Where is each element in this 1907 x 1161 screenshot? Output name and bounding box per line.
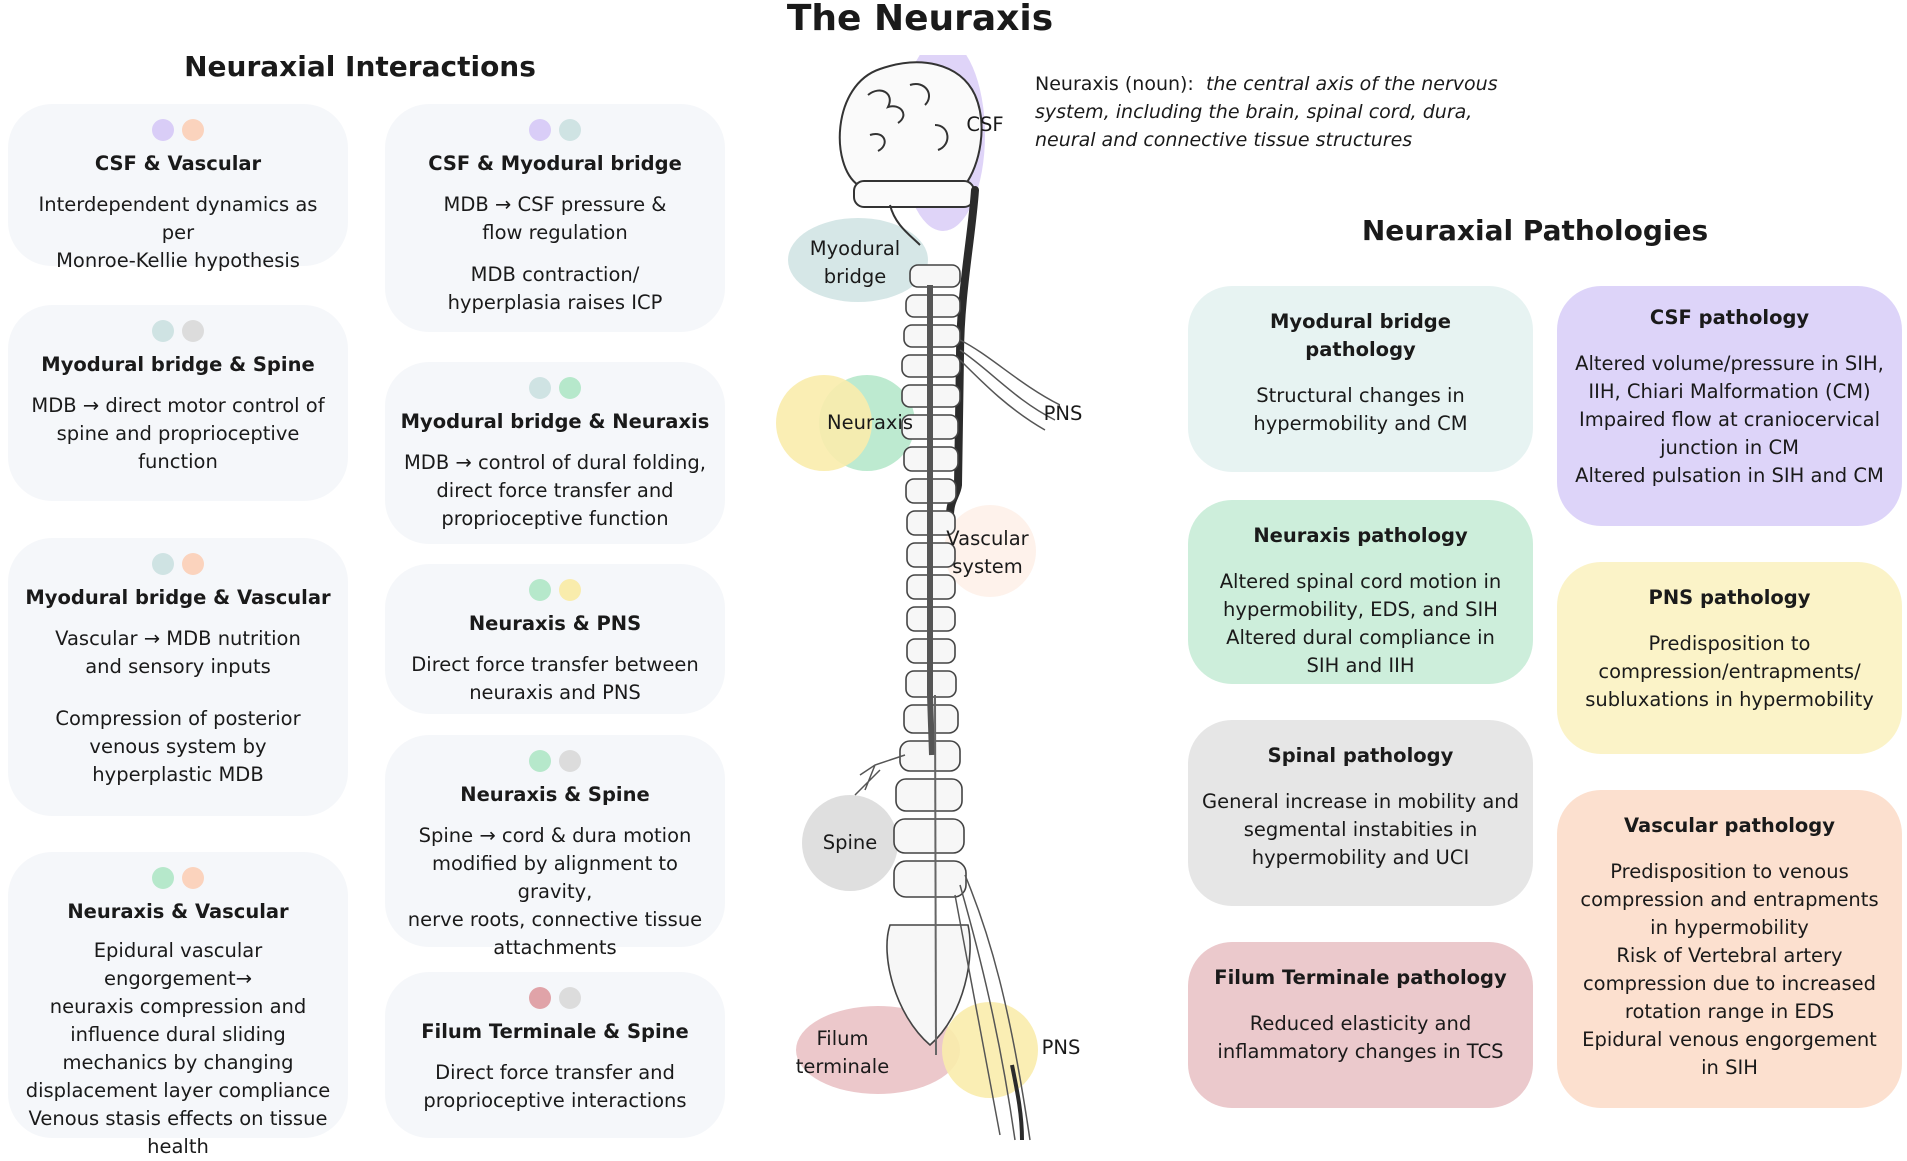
card-title: CSF & Vascular — [94, 152, 262, 175]
peripheral-nerves — [854, 339, 1060, 1141]
card-body: Epidural vascular engorgement→ neuraxis … — [25, 939, 331, 1158]
card-body-2: Compression of posterior venous system b… — [55, 707, 301, 786]
pathologies-heading: Neuraxial Pathologies — [1361, 214, 1709, 247]
vascular-region — [944, 505, 1036, 597]
pathology-card-neuraxis: Neuraxis pathology Altered spinal cord m… — [1188, 500, 1533, 684]
label-spine: Spine — [822, 831, 878, 854]
card-title: Neuraxis & Spine — [460, 783, 650, 806]
interaction-card-myodural-vascular: Myodural bridge & Vascular Vascular → MD… — [8, 538, 348, 816]
pathology-card-pns: PNS pathology Predisposition to compress… — [1557, 562, 1902, 754]
interaction-card-myodural-neuraxis: Myodural bridge & Neuraxis MDB → control… — [385, 362, 725, 544]
interaction-card-neuraxis-pns: Neuraxis & PNS Direct force transfer bet… — [385, 564, 725, 714]
interaction-card-csf-myodural: CSF & Myodural bridge MDB → CSF pressure… — [385, 104, 725, 332]
spine-dot — [559, 987, 581, 1009]
card-body: Predisposition to compression/entrapment… — [1585, 632, 1874, 711]
card-body: Altered spinal cord motion in hypermobil… — [1219, 570, 1502, 677]
card-body: MDB → CSF pressure & flow regulation — [443, 193, 667, 244]
brain-drawing — [838, 61, 983, 246]
spine-region — [802, 795, 898, 891]
definition-text: the central axis of the nervous system, … — [1035, 73, 1498, 151]
myodural-dot — [559, 119, 581, 141]
pathology-card-filum: Filum Terminale pathology Reduced elasti… — [1188, 942, 1533, 1108]
neuraxis-dot — [559, 377, 581, 399]
neuraxis-dot — [152, 867, 174, 889]
label-pns-upper: PNS — [1043, 402, 1083, 425]
pathology-card-csf: CSF pathology Altered volume/pressure in… — [1557, 286, 1902, 526]
label-filum-terminale: Filum terminale — [795, 1027, 890, 1078]
page-title: The Neuraxis — [786, 0, 1054, 39]
card-body: Altered volume/pressure in SIH, IIH, Chi… — [1575, 352, 1884, 487]
csf-dot — [152, 119, 174, 141]
card-body: Vascular → MDB nutrition and sensory inp… — [55, 627, 301, 678]
card-title: Myodural bridge & Vascular — [25, 586, 331, 609]
card-title: Myodural bridge & Neuraxis — [400, 410, 710, 433]
definition-term: Neuraxis (noun): — [1035, 73, 1194, 95]
vertebral-column — [886, 264, 971, 1047]
spine-dot — [559, 750, 581, 772]
interaction-card-neuraxis-vascular: Neuraxis & Vascular Epidural vascular en… — [8, 852, 348, 1158]
card-title: Neuraxis & PNS — [468, 612, 642, 635]
label-neuraxis: Neuraxis — [826, 411, 914, 434]
vascular-dot — [182, 867, 204, 889]
pns-upper-region — [776, 375, 872, 471]
myodural-region — [788, 218, 928, 302]
spinal-cord — [927, 285, 935, 756]
card-body: Interdependent dynamics as per Monroe-Ke… — [38, 193, 318, 272]
card-title: Filum Terminale & Spine — [421, 1020, 689, 1043]
card-body: Direct force transfer and proprioceptive… — [423, 1061, 687, 1112]
myodural-dot — [529, 377, 551, 399]
card-body: Structural changes in hypermobility and … — [1253, 384, 1468, 435]
label-myodural-bridge: Myodural bridge — [809, 237, 901, 288]
myodural-dot — [152, 553, 174, 575]
card-body: MDB → direct motor control of spine and … — [31, 394, 325, 473]
card-title: Neuraxis pathology — [1253, 524, 1468, 547]
pathology-card-spinal: Spinal pathology General increase in mob… — [1188, 720, 1533, 906]
filum-dot — [529, 987, 551, 1009]
card-body: Spine → cord & dura motion modified by a… — [407, 824, 703, 959]
card-body: MDB → control of dural folding, direct f… — [403, 451, 706, 530]
label-pns-lower: PNS — [1041, 1036, 1081, 1059]
card-title: Myodural bridge pathology — [1269, 310, 1451, 361]
card-body: Reduced elasticity and inflammatory chan… — [1217, 1012, 1504, 1063]
card-title: CSF & Myodural bridge — [428, 152, 682, 175]
interaction-card-csf-vascular: CSF & Vascular Interdependent dynamics a… — [8, 104, 348, 272]
interaction-card-neuraxis-spine: Neuraxis & Spine Spine → cord & dura mot… — [385, 735, 725, 959]
card-body: Predisposition to venous compression and… — [1580, 860, 1879, 1079]
card-title: Vascular pathology — [1624, 814, 1835, 837]
neuraxis-dot — [529, 579, 551, 601]
pns-dot — [559, 579, 581, 601]
vascular-dot — [182, 553, 204, 575]
neuraxis-dot — [529, 750, 551, 772]
interactions-heading: Neuraxial Interactions — [184, 50, 536, 83]
card-title: Spinal pathology — [1267, 744, 1454, 767]
label-csf: CSF — [966, 113, 1004, 136]
card-title: CSF pathology — [1649, 306, 1810, 329]
card-title: Neuraxis & Vascular — [67, 900, 289, 923]
myodural-dot — [152, 320, 174, 342]
card-body: Direct force transfer between neuraxis a… — [411, 653, 699, 704]
neuraxis-illustration — [776, 55, 1060, 1141]
sciatic-nerve — [1010, 1064, 1024, 1141]
filum-terminale-strand — [934, 694, 937, 1056]
pathology-card-vascular: Vascular pathology Predisposition to ven… — [1557, 790, 1902, 1108]
card-body: General increase in mobility and segment… — [1201, 790, 1520, 869]
csf-dot — [529, 119, 551, 141]
neuraxis-definition: Neuraxis (noun): the central axis of the… — [1035, 70, 1535, 154]
card-title: PNS pathology — [1648, 586, 1811, 609]
pathology-card-myodural: Myodural bridge pathology Structural cha… — [1188, 286, 1533, 472]
vascular-dot — [182, 119, 204, 141]
card-body-2: MDB contraction/ hyperplasia raises ICP — [447, 263, 663, 314]
interaction-card-filum-spine: Filum Terminale & Spine Direct force tra… — [385, 972, 725, 1138]
spine-dot — [182, 320, 204, 342]
card-title: Filum Terminale pathology — [1214, 966, 1507, 989]
interaction-card-myodural-spine: Myodural bridge & Spine MDB → direct mot… — [8, 305, 348, 501]
label-vascular-system: Vascular system — [946, 527, 1029, 578]
card-title: Myodural bridge & Spine — [41, 353, 315, 376]
